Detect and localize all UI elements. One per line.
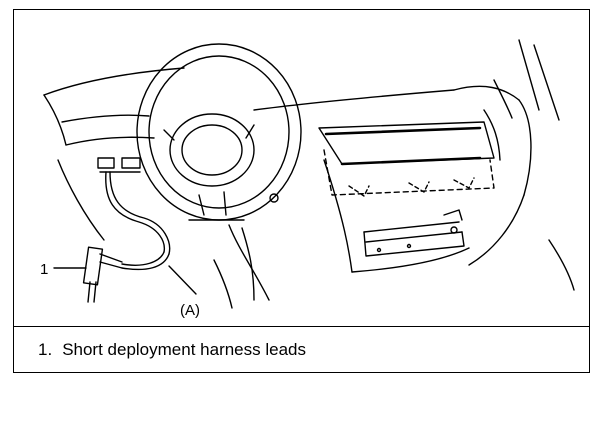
steering-wheel-icon [136,43,302,301]
glove-box [363,209,465,257]
airbag-module-icon [318,121,495,197]
callout-1-label: 1 [40,261,49,278]
switch-cluster [97,157,141,173]
figure-frame: 1 (A) 1. Short deployment harness leads [13,9,590,373]
dashboard-outline [43,39,575,309]
callout-a-label: (A) [180,302,200,319]
harness-connector-icon [82,171,171,303]
figure-caption: 1. Short deployment harness leads [38,340,306,360]
caption-divider [14,326,589,327]
leader-lines [53,265,197,295]
dashboard-illustration [43,39,575,309]
caption-text: Short deployment harness leads [62,340,306,359]
caption-number: 1. [38,340,53,359]
